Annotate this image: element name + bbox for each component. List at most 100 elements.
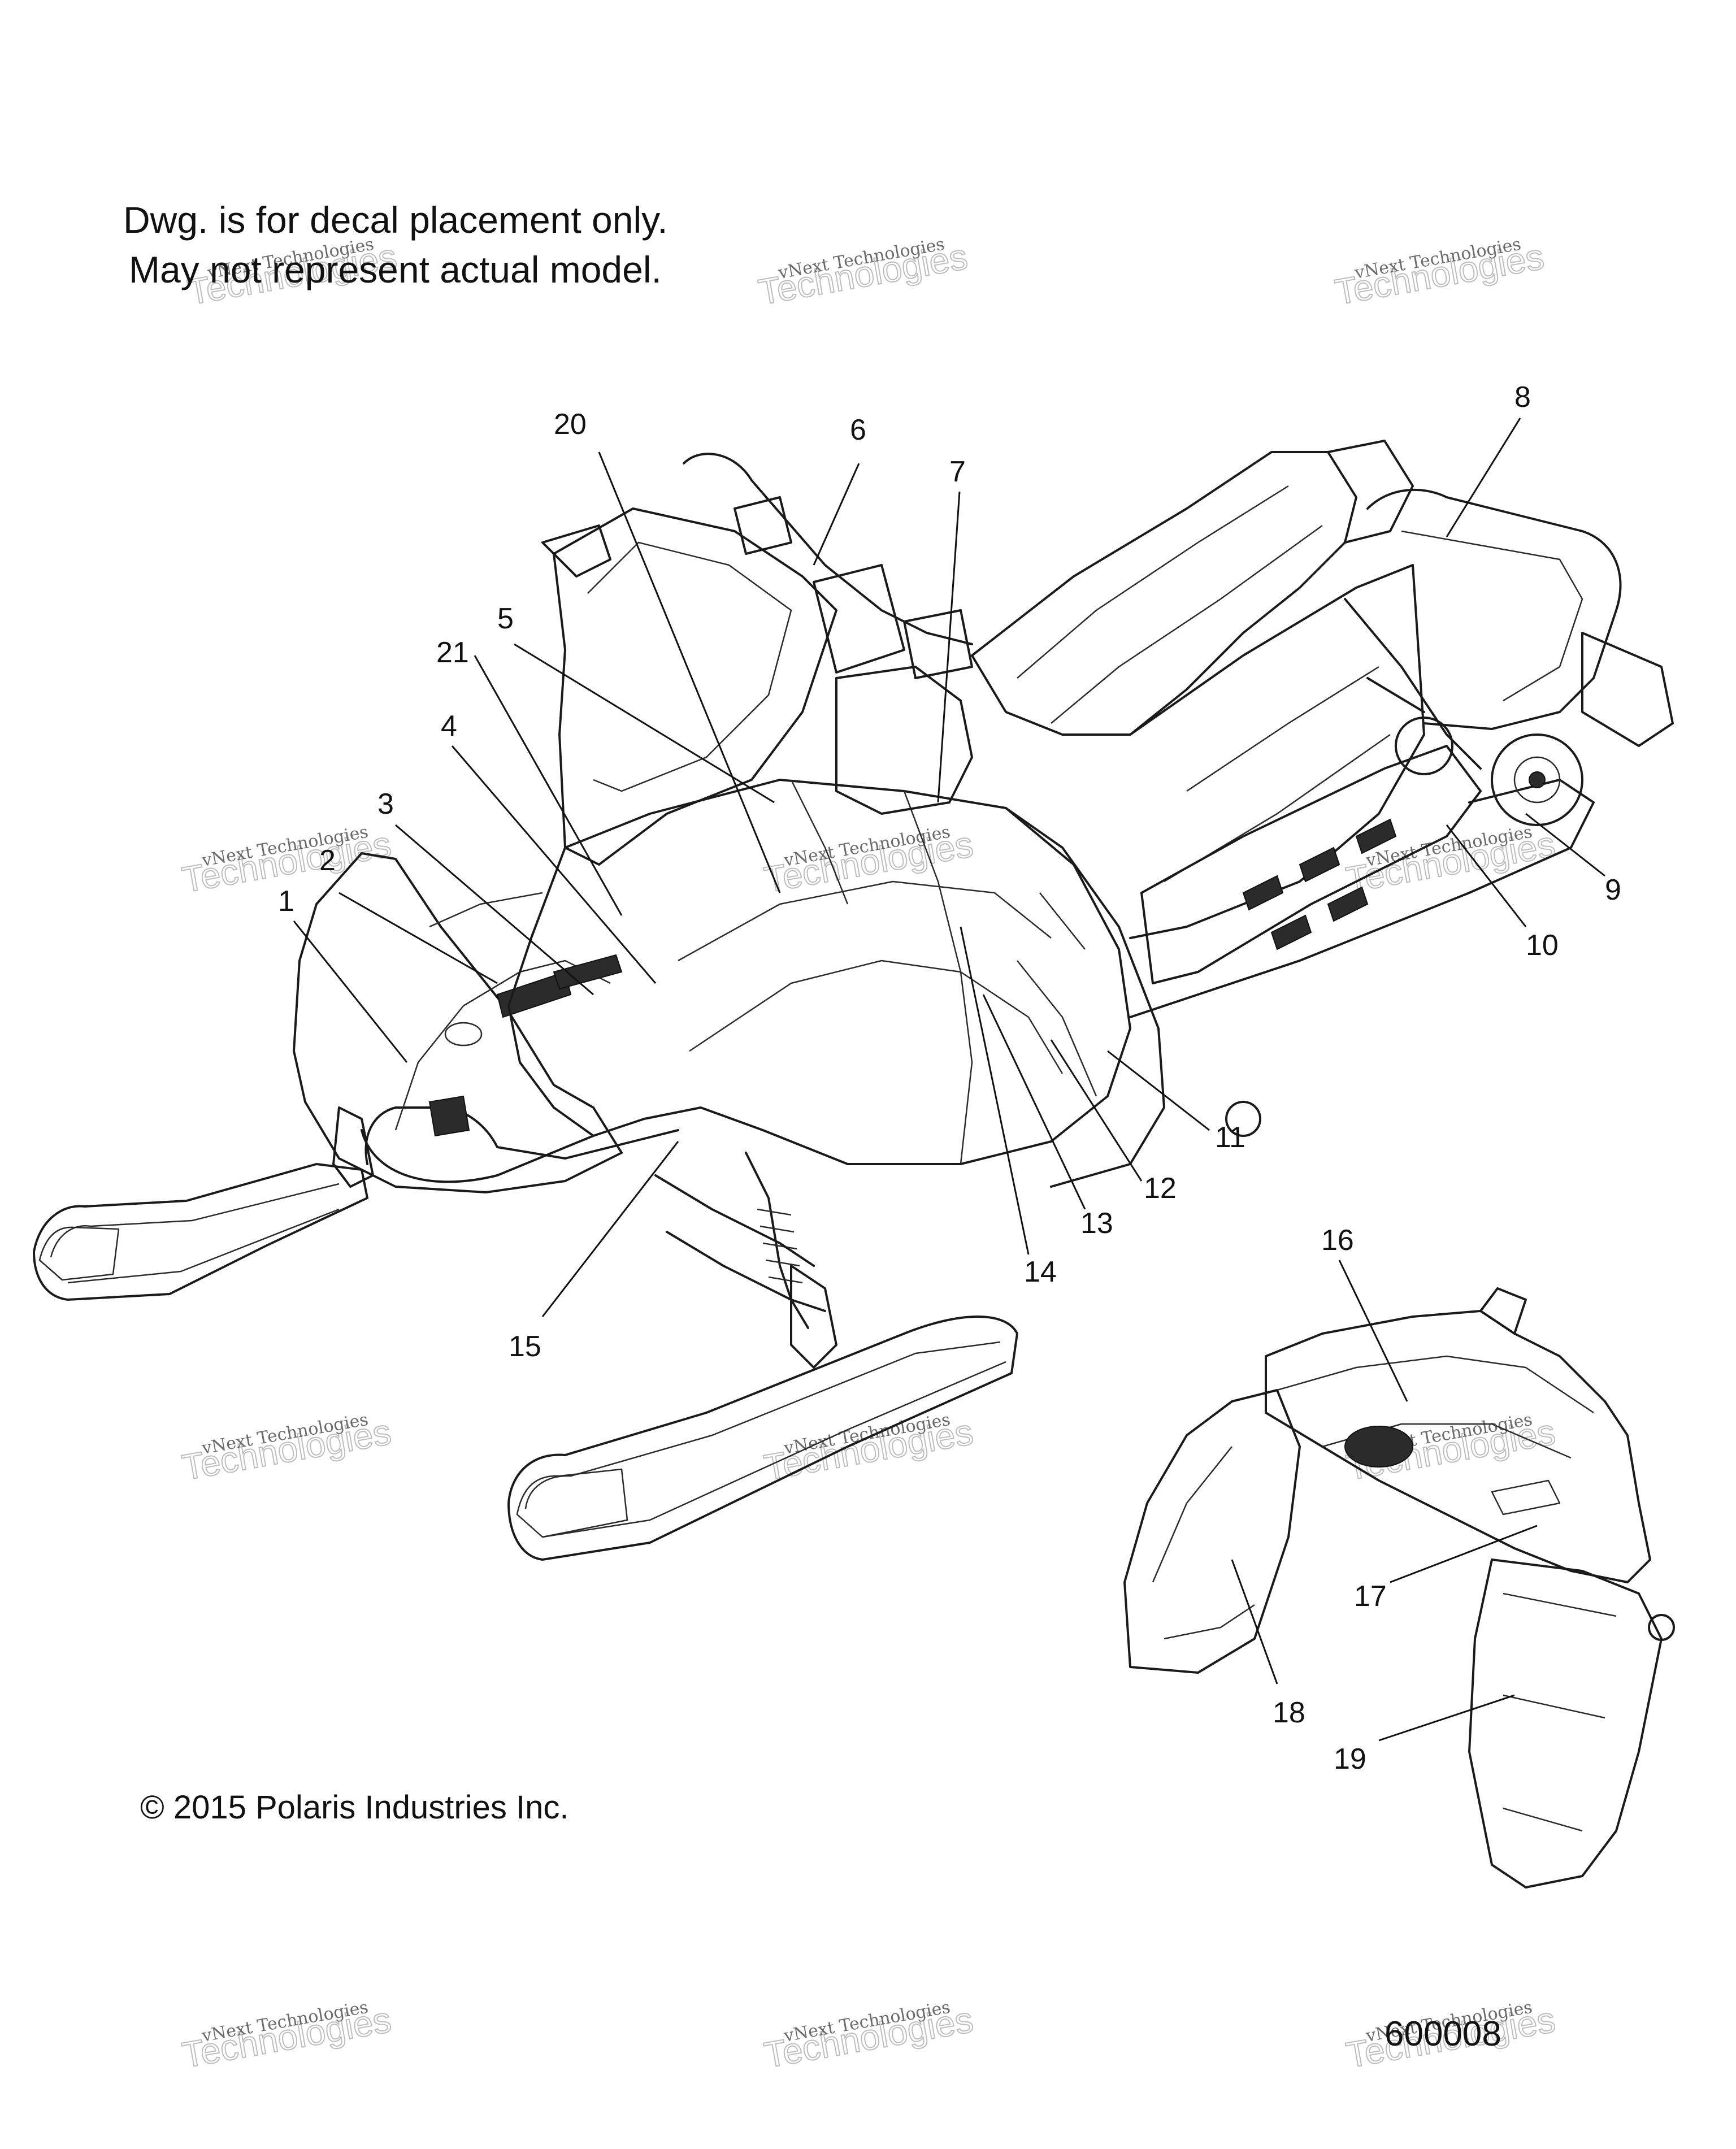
watermark-7: Technologies vNext Technologies (179, 1410, 394, 1488)
handlebar (683, 453, 973, 645)
seat-back (1327, 440, 1414, 544)
front-idler (1225, 1101, 1261, 1137)
leader-5 (514, 643, 775, 804)
leader-3 (395, 824, 594, 996)
callout-11: 11 (1215, 1121, 1245, 1154)
hood-detail-left-inner (1152, 1446, 1255, 1640)
leader-16 (1338, 1260, 1408, 1402)
leader-11 (1107, 1050, 1210, 1131)
spindle (790, 1265, 837, 1369)
seat (971, 451, 1357, 736)
callout-13: 13 (1080, 1207, 1113, 1240)
hood-detail-top (1265, 1310, 1651, 1583)
watermark-10: Technologies vNext Technologies (179, 1998, 394, 2076)
callout-21: 21 (436, 636, 469, 669)
callout-15: 15 (509, 1330, 541, 1363)
left-ski-rail (50, 1183, 340, 1284)
callout-5: 5 (497, 602, 514, 635)
leader-20 (598, 451, 781, 893)
leader-1 (293, 921, 408, 1063)
seat-top (1017, 485, 1323, 724)
a-arm-lower (666, 1231, 826, 1312)
callout-14: 14 (1024, 1256, 1057, 1288)
a-arm-upper (654, 1174, 815, 1267)
hood-left-panel (293, 852, 623, 1193)
callout-18: 18 (1273, 1696, 1305, 1729)
right-ski-loop (516, 1468, 628, 1538)
windshield-inner (587, 541, 792, 792)
rear-wheel-hub (1513, 756, 1561, 804)
right-side-panel (1005, 807, 1165, 1188)
callout-2: 2 (319, 844, 336, 877)
hood-detail-slot (1491, 1479, 1561, 1516)
callout-1: 1 (278, 885, 294, 918)
front-spring (757, 1208, 803, 1284)
callout-numbers: 1 2 3 4 5 6 7 8 9 10 11 12 13 14 15 16 1… (278, 381, 1621, 1775)
leader-19 (1378, 1694, 1515, 1742)
right-ski (507, 1316, 1018, 1561)
leader-18 (1231, 1559, 1278, 1685)
callout-9: 9 (1605, 874, 1621, 906)
leader-17 (1390, 1525, 1538, 1583)
watermark-8: Technologies vNext Technologies (761, 1410, 976, 1488)
running-board (1140, 745, 1482, 984)
leader-lines (293, 418, 1605, 1742)
mid-wheel (1395, 717, 1453, 775)
leader-4 (451, 745, 657, 984)
bumper-bar (361, 1129, 594, 1183)
callout-7: 7 (949, 455, 966, 488)
watermark-2: Technologies vNext Technologies (755, 235, 971, 313)
snowmobile-drawing (33, 440, 1674, 1561)
figure-id: 600008 (1385, 2015, 1501, 2054)
leader-8 (1446, 418, 1521, 537)
rear-wheel (1491, 733, 1583, 826)
right-ski-rail (524, 1341, 1006, 1538)
note-line-2: May not represent actual model. (129, 249, 662, 290)
front-vent (496, 971, 572, 1018)
callout-19: 19 (1334, 1743, 1366, 1775)
hood-detail-right-panel (1468, 1558, 1663, 1888)
hood-detail-drawing (1123, 1287, 1675, 1888)
watermark-11: Technologies vNext Technologies (761, 1998, 976, 2076)
left-ski-loop (38, 1226, 120, 1281)
hood-ridge-1 (678, 880, 1052, 962)
leader-10 (1446, 824, 1527, 927)
callout-20: 20 (554, 408, 587, 441)
callout-8: 8 (1514, 381, 1531, 414)
hood-detail-left-panel (1123, 1389, 1301, 1674)
hood-ridge-4 (790, 779, 849, 905)
emblem (444, 1022, 483, 1047)
tunnel-inner (1164, 666, 1391, 883)
control-box-center (813, 564, 905, 674)
callout-3: 3 (377, 788, 394, 820)
rear-wheel-center (1529, 771, 1546, 788)
leader-7 (937, 491, 961, 803)
hood-detail-mount (1648, 1614, 1675, 1641)
leader-15 (541, 1141, 679, 1317)
front-bumper (364, 1106, 679, 1165)
rear-flap (1581, 632, 1674, 747)
board-hole-1 (1242, 875, 1284, 911)
hood-detail-vent (1344, 1426, 1413, 1468)
hood-ridge-3 (903, 791, 973, 1165)
rear-rack (1366, 488, 1622, 730)
leader-13 (982, 994, 1086, 1210)
leader-21 (474, 655, 623, 916)
hood-left-inner (394, 892, 611, 1131)
callout-12: 12 (1144, 1172, 1177, 1205)
right-side-inner (1017, 892, 1097, 1097)
leader-9 (1525, 813, 1605, 877)
windshield (553, 507, 837, 866)
rear-suspension (1344, 598, 1482, 770)
hood-detail-right-inner (1503, 1592, 1617, 1832)
board-hole-4 (1270, 914, 1312, 950)
windshield-side (541, 524, 611, 578)
leader-2 (338, 892, 498, 984)
board-hole-2 (1299, 846, 1340, 883)
front-shock (745, 1152, 809, 1329)
note-line-1: Dwg. is for decal placement only. (123, 199, 668, 241)
rear-rack-inner (1401, 530, 1583, 702)
watermark-5: Technologies vNext Technologies (761, 822, 976, 901)
